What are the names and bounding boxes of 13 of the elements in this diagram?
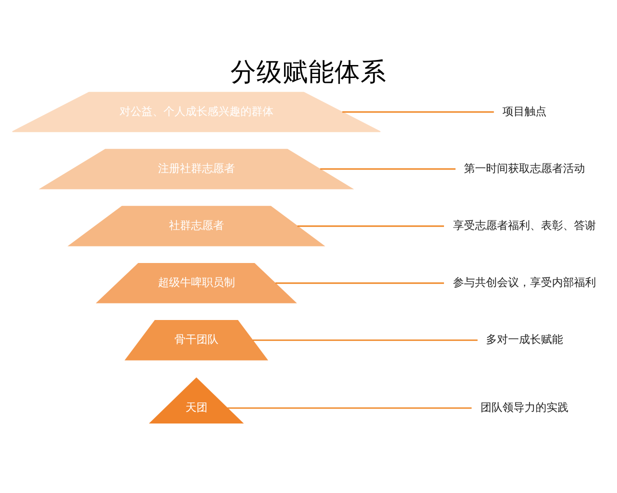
connector [275,282,444,284]
connector [342,110,494,112]
connector [227,406,472,408]
connector [297,224,444,226]
connector [252,338,478,340]
node-text: 第一时间获取志愿者活动 [464,161,585,174]
node-text: 参与共创会议，享受内部福利 [452,275,596,288]
node-text: 享受志愿者福利、表彰、答谢 [452,218,596,232]
node-text: 团队领导力的实践 [480,400,568,414]
node-text: 多对一成长赋能 [486,332,563,346]
diagram-title: 分级赋能体系 [230,56,386,87]
connector [320,168,456,170]
node-text: 项目触点 [502,104,546,118]
